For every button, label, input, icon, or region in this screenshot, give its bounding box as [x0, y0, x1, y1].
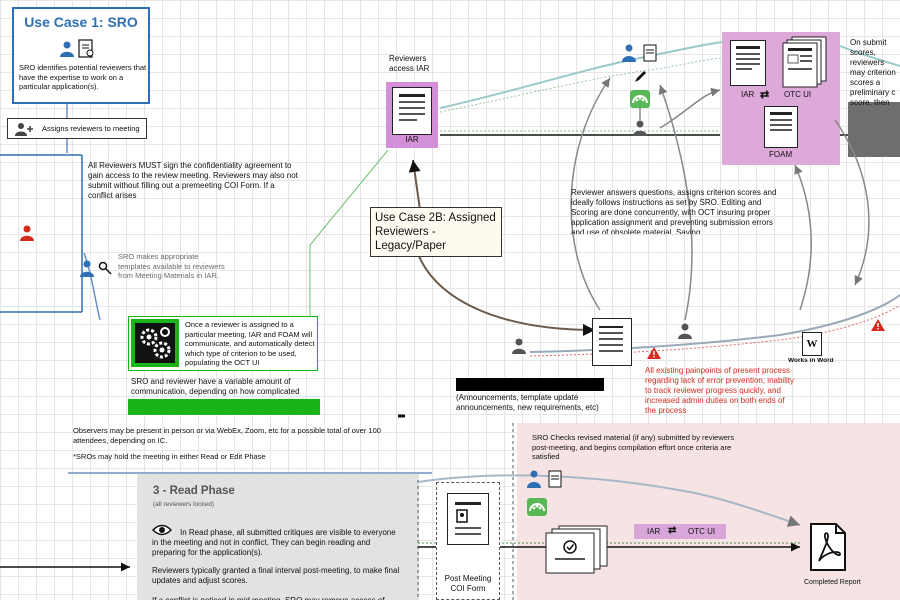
communication-green-bar — [128, 399, 320, 415]
usecase1-description: SRO identifies potential reviewers that … — [19, 63, 147, 91]
otc-ui-doc-stack-icon — [782, 36, 828, 88]
swap-arrows-icon-lower: ⇄ — [668, 525, 677, 536]
read-phase-subtitle: (all reviewers locked) — [153, 501, 215, 508]
redacted-bar — [456, 378, 604, 391]
integration-text: Once a reviewer is assigned to a particu… — [185, 320, 315, 367]
add-user-icon — [15, 122, 33, 136]
sro-checks-note: SRO Checks revised material (if any) sub… — [532, 433, 735, 461]
green-dashboard-icon-lower — [527, 498, 547, 516]
warning-icon — [647, 347, 661, 359]
swap-arrows-icon: ⇄ — [760, 89, 770, 101]
red-user-icon — [20, 225, 34, 241]
foam-doc-icon — [764, 106, 798, 148]
iar-document-icon — [392, 87, 432, 135]
paper-critique-doc-icon — [592, 318, 632, 366]
sro-doc-icon — [527, 470, 567, 490]
painpoints-note: All existing painpoints of present proce… — [645, 366, 794, 415]
read-phase-panel — [137, 474, 419, 600]
gray-block — [848, 102, 900, 157]
iar-doc-label: IAR — [405, 135, 419, 144]
read-phase-p3: If a conflict is noticed in mid meeting,… — [152, 596, 402, 600]
eye-icon — [152, 524, 172, 536]
read-phase-p1: In Read phase, all submitted critiques a… — [152, 528, 402, 558]
assign-reviewers-label: Assigns reviewers to meeting — [42, 124, 140, 133]
iar-document-card: IAR — [386, 82, 438, 148]
works-in-word-label: Works in Word — [788, 358, 834, 363]
post-meeting-coi-box: Post Meeting COI Form — [436, 482, 500, 600]
warning-icon-right — [871, 319, 885, 331]
reviewer-icon-left — [512, 338, 526, 354]
iar-otc-bar: IAR ⇄ OTC UI — [634, 524, 726, 539]
reviewer-icon-top — [633, 120, 647, 136]
iar-otc-bar-iar: IAR — [647, 527, 661, 536]
reviewer-icon-right — [678, 323, 692, 339]
green-dashboard-icon — [630, 90, 650, 108]
approved-doc-stack-icon — [545, 525, 609, 575]
assign-reviewers-box: Assigns reviewers to meeting — [7, 118, 147, 139]
sro-templates-note: SRO makes appropriate templates availabl… — [118, 252, 225, 280]
reviewers-access-label: Reviewers access IAR — [389, 54, 430, 73]
reviewer-answers-note: Reviewer answers questions, assigns crit… — [571, 188, 777, 234]
foam-system-label: FOAM — [769, 150, 793, 159]
pdf-report-icon — [810, 523, 846, 571]
communication-note: SRO and reviewer have a variable amount … — [131, 377, 300, 396]
reviewer-key-icon — [80, 260, 114, 278]
pencil-icon — [633, 70, 647, 84]
usecase1-box: Use Case 1: SRO SRO identifies potential… — [12, 7, 150, 104]
otc-ui-system-label: OTC UI — [784, 90, 812, 99]
observers-note: Observers may be present in person or vi… — [73, 426, 381, 445]
announcements-note: (Announcements, template update announce… — [456, 393, 599, 412]
word-doc-icon: W — [802, 332, 822, 356]
completed-report-label: Completed Report — [804, 579, 861, 586]
document-search-icon — [78, 39, 96, 59]
iar-system-doc-icon — [730, 40, 766, 86]
usecase2b-title: Use Case 2B: Assigned Reviewers - Legacy… — [375, 212, 496, 252]
iar-system-label: IAR — [741, 90, 755, 99]
sro-icon — [60, 41, 74, 57]
on-submit-note: On submit scores, reviewers may criterio… — [850, 38, 896, 106]
usecase2b-box: Use Case 2B: Assigned Reviewers - Legacy… — [370, 207, 502, 257]
gears-icon — [131, 319, 179, 367]
read-phase-p1-text: In Read phase, all submitted critiques a… — [152, 528, 396, 557]
coi-form-doc-icon — [447, 493, 489, 545]
iar-otc-bar-otc: OTC UI — [688, 527, 716, 536]
read-phase-title: 3 - Read Phase — [153, 485, 235, 497]
integration-box: Once a reviewer is assigned to a particu… — [128, 316, 318, 371]
read-phase-p2: Reviewers typically granted a final inte… — [152, 566, 400, 585]
sro-meeting-note: *SROs may hold the meeting in either Rea… — [73, 452, 266, 461]
reviewer-doc-icon — [622, 44, 662, 64]
coi-note: All Reviewers MUST sign the confidential… — [88, 161, 298, 200]
post-meeting-label: Post Meeting COI Form — [444, 574, 492, 593]
usecase1-title: Use Case 1: SRO — [24, 14, 138, 30]
